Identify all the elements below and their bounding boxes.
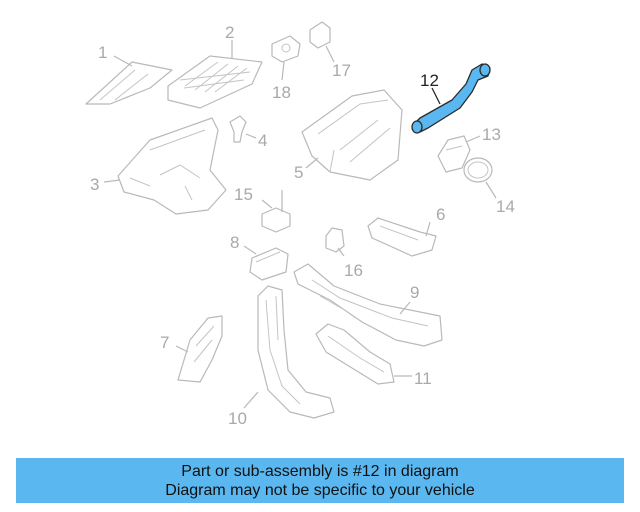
callout-16: 16 bbox=[344, 261, 363, 280]
callout-1: 1 bbox=[98, 43, 107, 62]
callout-18: 18 bbox=[272, 83, 291, 102]
part-5 bbox=[301, 89, 403, 181]
callout-3: 3 bbox=[90, 175, 99, 194]
part-12-highlighted bbox=[411, 63, 491, 134]
callout-2: 2 bbox=[225, 23, 234, 42]
part-11 bbox=[315, 323, 412, 385]
callout-15: 15 bbox=[234, 185, 253, 204]
banner-line-part-number: Part or sub-assembly is #12 in diagram bbox=[181, 463, 459, 480]
callout-14: 14 bbox=[496, 197, 515, 216]
info-banner: Part or sub-assembly is #12 in diagram D… bbox=[16, 458, 624, 503]
part-16 bbox=[325, 227, 345, 257]
parts-diagram: 1 2 3 4 5 6 7 8 9 10 11 12 13 14 15 16 1… bbox=[85, 21, 515, 428]
part-14 bbox=[463, 157, 497, 199]
callout-11: 11 bbox=[414, 369, 432, 388]
callout-5: 5 bbox=[294, 163, 303, 182]
part-15 bbox=[261, 190, 291, 233]
callout-8: 8 bbox=[230, 233, 239, 252]
callout-13: 13 bbox=[482, 125, 501, 144]
callout-7: 7 bbox=[160, 333, 169, 352]
callout-6: 6 bbox=[436, 205, 445, 224]
part-17 bbox=[309, 21, 335, 63]
part-6 bbox=[367, 217, 437, 257]
part-1 bbox=[85, 55, 173, 105]
part-4 bbox=[229, 115, 257, 143]
callout-17: 17 bbox=[332, 61, 351, 80]
part-2 bbox=[167, 40, 263, 109]
part-3 bbox=[103, 117, 227, 215]
callout-4: 4 bbox=[258, 131, 267, 150]
banner-line-disclaimer: Diagram may not be specific to your vehi… bbox=[165, 482, 475, 499]
part-8 bbox=[243, 245, 289, 281]
part-13 bbox=[437, 135, 481, 173]
part-10 bbox=[243, 285, 335, 419]
part-7 bbox=[175, 315, 223, 383]
callout-12: 12 bbox=[420, 71, 439, 90]
part-9 bbox=[293, 263, 443, 347]
callout-10: 10 bbox=[228, 409, 247, 428]
part-18 bbox=[271, 35, 301, 81]
callout-9: 9 bbox=[410, 283, 419, 302]
